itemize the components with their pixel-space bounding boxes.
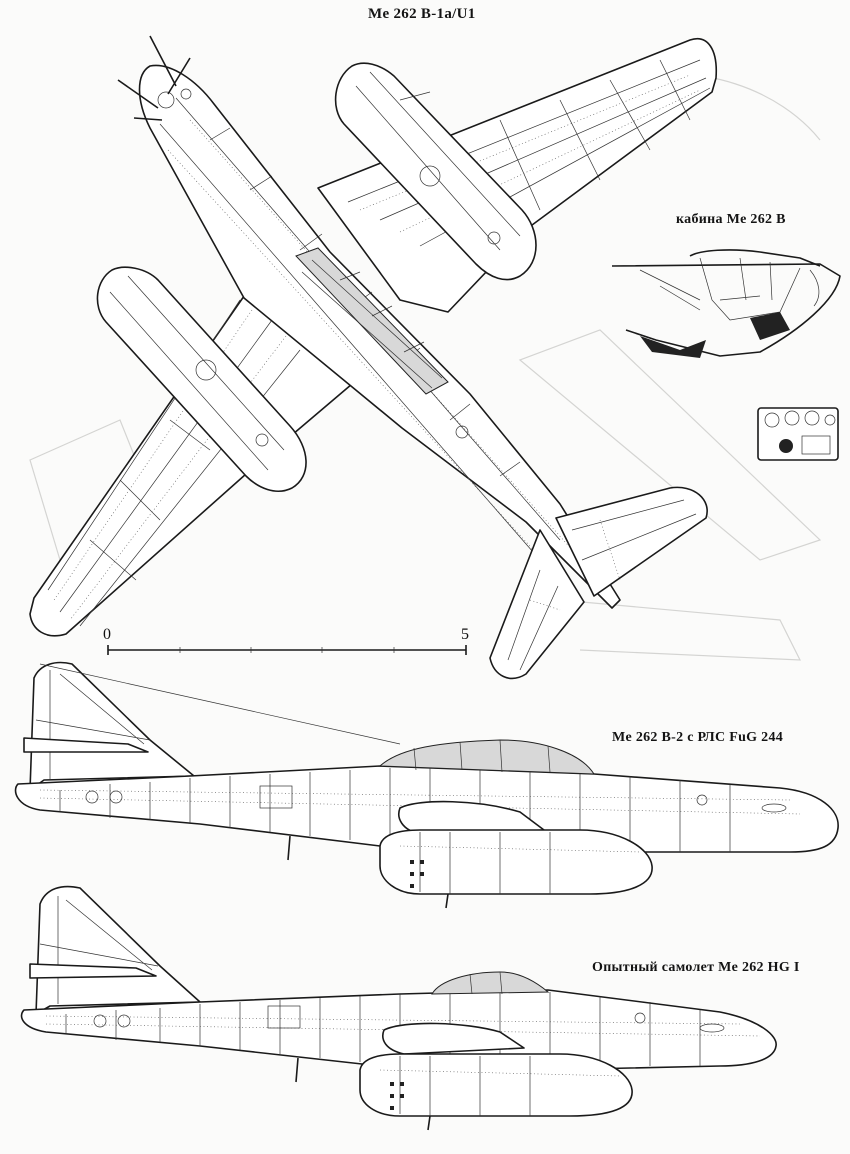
instrument-panel-drawing <box>757 407 839 461</box>
b2-wing <box>398 800 545 835</box>
hg1-engine-nacelle <box>359 1053 633 1117</box>
aircraft-top-view-drawing <box>29 35 718 680</box>
caption-b2-side-view: Me 262 B-2 с РЛС FuG 244 <box>612 730 784 745</box>
caption-cockpit: кабина Me 262 B <box>676 212 786 227</box>
hg1-canopy <box>431 971 550 995</box>
top-left-tailplane <box>489 529 585 680</box>
title-top-view: Me 262 B-1a/U1 <box>368 6 476 22</box>
hg1-fin <box>35 885 201 1015</box>
b2-engine-nacelle <box>379 829 653 895</box>
top-canopy <box>295 247 449 395</box>
hg1-tailplane <box>29 963 157 979</box>
scale-bar <box>107 645 467 655</box>
hg1-wing <box>382 1022 525 1055</box>
scale-label-start: 0 <box>103 626 111 643</box>
aircraft-side-view-drawing-hg1 <box>20 885 777 1131</box>
top-right-engine <box>334 62 537 281</box>
aircraft-side-view-drawing <box>14 661 839 909</box>
scale-label-end: 5 <box>461 626 469 643</box>
cockpit-drawing <box>611 249 841 358</box>
top-right-tailplane <box>555 486 708 597</box>
b2-tailplane <box>23 737 149 753</box>
caption-hg1-side-view: Опытный самолет Me 262 HG I <box>592 960 800 975</box>
b2-fin <box>29 661 195 791</box>
